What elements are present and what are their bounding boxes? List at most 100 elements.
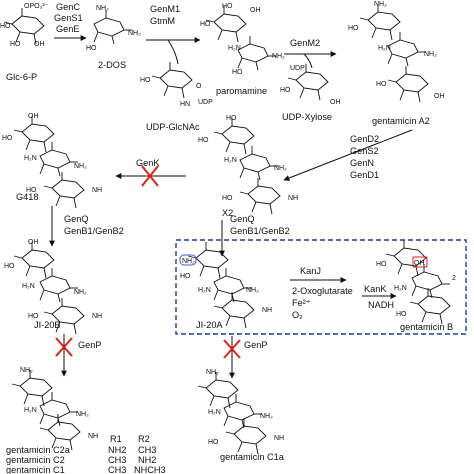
cofactor-nadh: NADH [368, 300, 394, 310]
atom-label: NH [92, 313, 102, 320]
atom-label: 2 [452, 275, 456, 282]
ji20b-label: JI-20B [34, 320, 61, 330]
glc6p-phosphate-label: OPO₃²⁻ [24, 3, 49, 10]
atom-label: HO [222, 195, 233, 202]
atom-label: NH₂ [206, 369, 219, 376]
atom-label: NH₂ [424, 51, 437, 58]
table-row-r2: NH2 [138, 455, 156, 465]
enzyme-kanj: KanJ [300, 266, 321, 276]
table-row-r2: CH3 [138, 445, 156, 455]
enzyme-genc: GenC [56, 2, 80, 12]
atom-label: NH₂ [246, 287, 259, 294]
gentamicin-b-label: gentamicin B [400, 322, 453, 332]
atom-label: H₂N [208, 409, 221, 416]
enzyme-genn: GenN [350, 158, 374, 168]
atom-label: NH₂ [74, 163, 87, 170]
enzyme-genq-left: GenQ [64, 214, 89, 224]
udp-glcnac-label: UDP-GlcNAc [146, 122, 200, 132]
gentamicin-a2-structure: NH₂ HO H₂N NH₂ HO OH [348, 1, 445, 103]
gentamicin-c-structure: NH₂ H₂N NH₂ NH [11, 367, 98, 451]
gentamicin-c1a-label: gentamicin C1a [220, 452, 285, 462]
arrow-step2-cosubstrate [167, 39, 179, 65]
atom-label: H₂N [198, 287, 211, 294]
atom-label: H₂N [22, 283, 35, 290]
atom-label: HO [4, 263, 15, 270]
atom-label: HN [180, 101, 190, 108]
table-header-r2: R2 [138, 434, 150, 444]
cofactor-o2: O₂ [292, 310, 303, 320]
atom-label: NH₂ [274, 165, 287, 172]
atom-label: NH₂ [74, 289, 87, 296]
gentamicin-c1a-structure: NH₂ H₂N NH₂ HO NH [197, 369, 284, 455]
enzyme-gene: GenE [56, 24, 80, 34]
table-row-r1: NH2 [108, 445, 126, 455]
atom-label: HO [222, 3, 233, 10]
atom-label: UDP [198, 99, 213, 106]
atom-label: NH₂ [20, 367, 33, 374]
enzyme-genb-right: GenB1/GenB2 [230, 226, 290, 236]
glc6p-label: Glc-6-P [6, 72, 37, 82]
x2-structure: HO HO H₂N NH₂ HO NH [198, 115, 298, 215]
atom-label: HO [140, 77, 151, 84]
atom-label: H₂N [394, 285, 407, 292]
atom-label: HO [198, 137, 209, 144]
atom-label: H₂N [24, 155, 37, 162]
kanj-kank-highlight-box [175, 239, 467, 335]
cofactor-oxoglutarate: 2-Oxoglutarate [292, 286, 353, 296]
atom-label: NH₂ [96, 5, 109, 12]
atom-label: HO [200, 21, 211, 28]
atom-label: HO [376, 261, 387, 268]
atom-label: H₂N [24, 407, 37, 414]
atom-label: HO [26, 187, 37, 194]
ji20a-label: JI-20A [196, 320, 223, 330]
table-row-r1: CH3 [108, 455, 126, 465]
substituent-table: R1 R2 gentamicin C2a NH2 CH3 gentamicin … [6, 434, 166, 474]
g418-structure: OH HO H₂N NH₂ HO NH [2, 113, 102, 209]
paromamine-structure: HO HO OH H₂N NH₂ HO [200, 3, 285, 76]
nh2-highlight [179, 254, 197, 266]
atom-label: OH [250, 7, 261, 14]
atom-label: NH [92, 187, 102, 194]
atom-label: HO [280, 87, 291, 94]
cofactor-fe: Fe²⁺ [292, 298, 311, 308]
enzyme-genq-right: GenQ [230, 214, 255, 224]
atom-label: HO [10, 41, 21, 48]
atom-label: NH₂ [128, 30, 141, 37]
atom-label: NH₂ [374, 1, 387, 8]
blocked-cross-genk [141, 165, 159, 187]
enzyme-kank: KanK [364, 284, 387, 294]
atom-label: NH₂ [260, 413, 273, 420]
enzyme-gens2: GenS2 [350, 146, 379, 156]
atom-label: H₂N [378, 45, 391, 52]
dos-label: 2-DOS [98, 60, 126, 70]
arrow-step3-cosubstrate [303, 53, 313, 69]
atom-label: HO [180, 273, 191, 280]
enzyme-gend1: GenD1 [350, 170, 379, 180]
atom-label: HO [348, 25, 359, 32]
enzyme-genm2: GenM2 [290, 38, 320, 48]
paromamine-label: paromamine [216, 86, 267, 96]
atom-label: HO [376, 81, 387, 88]
atom-label: OH [28, 239, 39, 246]
udp-glcnac-structure: HO O UDP HN [140, 61, 213, 108]
enzyme-gend2: GenD2 [350, 134, 379, 144]
gentamicin-a2-label: gentamicin A2 [372, 116, 430, 126]
atom-label: NH₂ [272, 53, 285, 60]
atom-label: UDP [290, 65, 305, 72]
atom-label: HO [28, 313, 39, 320]
atom-label: NH [262, 307, 272, 314]
atom-label: NH [274, 435, 284, 442]
x2-label: X2 [222, 208, 233, 218]
atom-label: OH [28, 113, 39, 120]
atom-label: HO [396, 311, 407, 318]
atom-label: HO [226, 115, 237, 122]
atom-label: OH [330, 99, 341, 106]
atom-label: OH [34, 41, 45, 48]
enzyme-genk: GenK [136, 158, 160, 168]
table-row-r2: NHCH3 [134, 465, 166, 474]
ji20a-structure: NH₂ HO H₂N NH₂ NH [179, 241, 272, 329]
table-row-name: gentamicin C2a [6, 445, 71, 455]
atom-label: HO [86, 45, 97, 52]
atom-label: HO [232, 69, 243, 76]
